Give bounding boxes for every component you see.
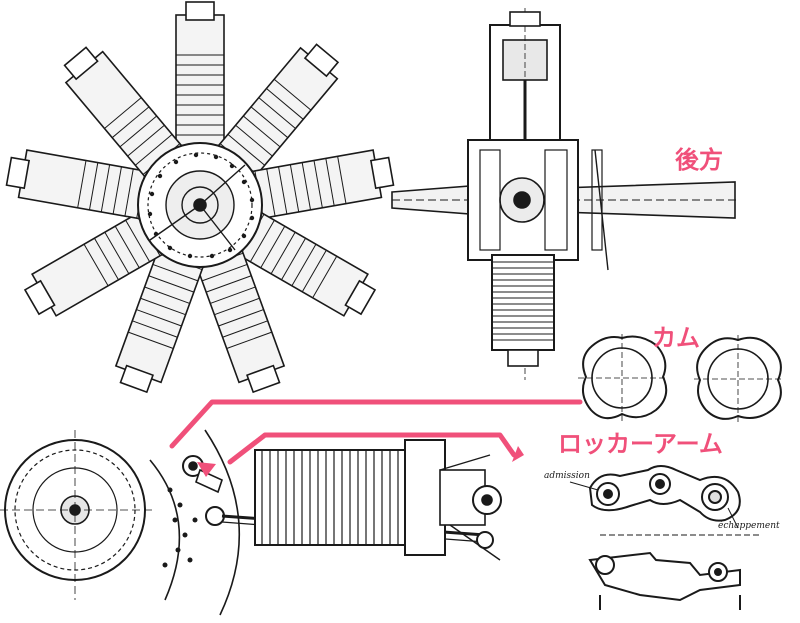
label-admission: admission xyxy=(544,471,590,481)
arrowheads xyxy=(197,446,524,477)
cam-left xyxy=(578,334,668,422)
rocker-pointer-arrow xyxy=(227,432,517,465)
arrowhead-cam xyxy=(197,462,216,477)
annotation-arrows xyxy=(169,399,583,465)
cam-gear-disc xyxy=(0,430,155,600)
label-cam: カム xyxy=(652,324,700,352)
bolt-ring xyxy=(147,152,255,259)
cam-profiles xyxy=(578,334,784,423)
valve-gear-detail xyxy=(0,429,502,616)
radial-engine-front-view xyxy=(5,1,395,394)
rocker-arm-lower xyxy=(588,551,741,602)
engine-cylinders xyxy=(5,1,395,394)
label-rocker-arm: ロッカーアーム xyxy=(558,430,723,458)
label-rear: 後方 xyxy=(675,146,723,174)
arrowhead-rocker xyxy=(512,446,524,462)
cylinder-fins-horizontal xyxy=(261,450,399,545)
label-echappement: échappement xyxy=(718,520,780,531)
cam-pointer-arrow xyxy=(169,399,583,449)
cam-right xyxy=(694,335,784,423)
rocker-arm-detail xyxy=(569,465,760,610)
engine-side-section xyxy=(391,8,740,380)
cylinder-fins xyxy=(492,261,554,341)
